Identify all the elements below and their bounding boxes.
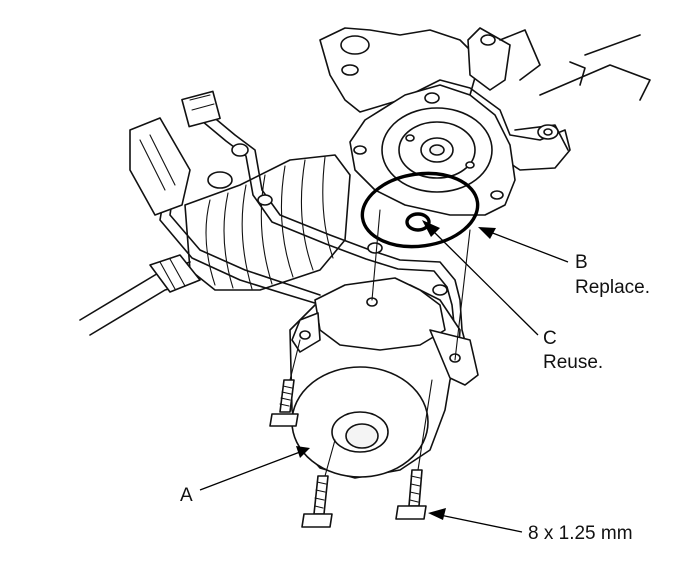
callout-a-letter: A [180, 485, 193, 506]
callout-b-letter: B [575, 252, 588, 273]
seal-ring [405, 212, 431, 232]
motor-bolts [269, 379, 427, 528]
leader-a [199, 446, 310, 491]
motor [289, 277, 479, 479]
callout-c-letter: C [543, 328, 557, 349]
gearbox-housing [319, 27, 651, 171]
leader-c [422, 220, 539, 336]
tie-rod [79, 254, 201, 336]
bolt-spec-label: 8 x 1.25 mm [528, 523, 633, 544]
leader-bolt-spec [428, 508, 523, 533]
callout-c-note: Reuse. [543, 352, 604, 373]
o-ring [360, 171, 480, 249]
leader-b [478, 227, 569, 263]
callout-b-note: Replace. [575, 277, 650, 298]
alignment-lines [289, 209, 471, 477]
rack-boot [184, 154, 351, 291]
